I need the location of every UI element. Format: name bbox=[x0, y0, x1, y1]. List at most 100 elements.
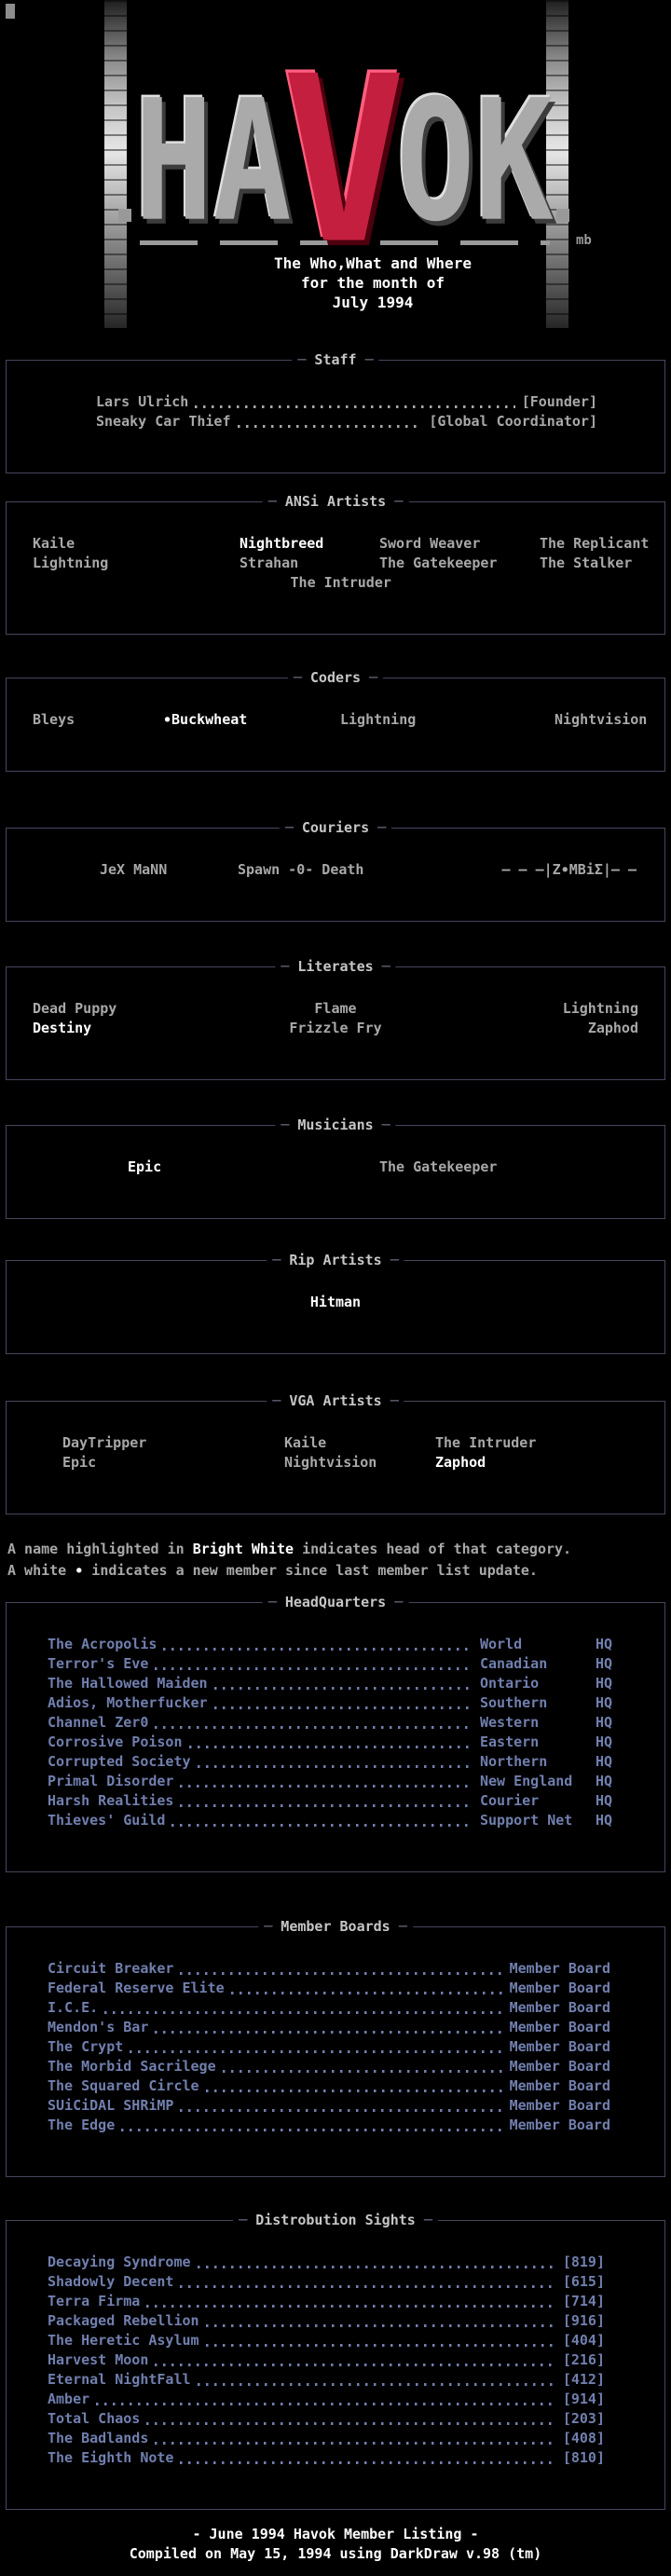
logo-left-dot bbox=[118, 209, 132, 222]
vga-artists-section-title: VGA Artists bbox=[267, 1391, 404, 1411]
rip-artists-section: Rip Artists Hitman bbox=[6, 1251, 665, 1354]
staff-rows: Lars Ulrich [Founder] Sneaky Car Thief [… bbox=[7, 392, 664, 432]
board-label: Member Board bbox=[509, 2077, 610, 2094]
member-board-row: SUiCiDAL SHRiMP Member Board bbox=[48, 2096, 610, 2116]
dot-leader bbox=[213, 1687, 473, 1690]
member-name: — — —|Z∙MBiΣ|— — bbox=[501, 861, 637, 878]
hq-tag: HQ bbox=[595, 1694, 612, 1711]
area-code: [203] bbox=[562, 2410, 605, 2427]
member-board-row: I.C.E.Member Board bbox=[48, 1998, 610, 2018]
member-name-head: Hitman bbox=[309, 1294, 362, 1310]
staff-section-title: Staff bbox=[292, 350, 379, 370]
distro-row: Harvest Moon[216] bbox=[48, 2350, 605, 2370]
dot-leader bbox=[180, 2461, 556, 2464]
logo-letter-h: H bbox=[134, 64, 213, 260]
hq-row: Adios, Motherfucker Southern HQ bbox=[48, 1693, 612, 1713]
board-name: Amber bbox=[48, 2391, 90, 2407]
logo-left-bar bbox=[104, 0, 127, 328]
musicians-grid: Epic The Gatekeeper bbox=[7, 1158, 664, 1177]
tagline-line-3: July 1994 bbox=[332, 294, 414, 311]
member-name: Epic bbox=[62, 1454, 97, 1471]
distro-row: Amber[914] bbox=[48, 2390, 605, 2409]
legend-notes: A name highlighted in Bright White indic… bbox=[0, 1539, 671, 1582]
rip-artists-grid: Hitman bbox=[7, 1293, 664, 1312]
hq-tag: HQ bbox=[595, 1675, 612, 1692]
area-code: [216] bbox=[562, 2351, 605, 2368]
hq-region: Courier bbox=[480, 1792, 540, 1809]
board-name: The Squared Circle bbox=[48, 2077, 199, 2094]
member-name: Zaphod bbox=[587, 1020, 638, 1036]
staff-section: Staff Lars Ulrich [Founder] Sneaky Car T… bbox=[6, 350, 665, 473]
area-code: [714] bbox=[562, 2293, 605, 2309]
new-member-marker: ∙ bbox=[163, 711, 172, 728]
hq-region: Southern bbox=[480, 1694, 548, 1711]
member-boards-section-title: Member Boards bbox=[258, 1917, 413, 1937]
member-name: Flame bbox=[314, 1000, 357, 1017]
ansi-artists-section-title: ANSi Artists bbox=[262, 492, 409, 512]
member-name: Kaile bbox=[284, 1434, 327, 1451]
board-label: Member Board bbox=[509, 2019, 610, 2035]
member-name: Sneaky Car Thief bbox=[96, 413, 231, 430]
member-name: Kaile bbox=[33, 535, 75, 552]
area-code: [810] bbox=[562, 2449, 605, 2466]
member-name: The Intruder bbox=[290, 574, 391, 591]
dot-leader bbox=[96, 2403, 556, 2405]
board-name: The Edge bbox=[48, 2117, 116, 2133]
member-name-head: ∙Buckwheat bbox=[163, 711, 248, 728]
member-name: Bleys bbox=[33, 711, 75, 728]
hq-region: Northern bbox=[480, 1753, 548, 1770]
hq-tag: HQ bbox=[595, 1636, 612, 1652]
member-name: Dead Puppy bbox=[33, 1000, 117, 1017]
area-code: [819] bbox=[562, 2254, 605, 2270]
board-name: SUiCiDAL SHRiMP bbox=[48, 2097, 174, 2114]
dot-leader bbox=[195, 405, 515, 408]
board-name: Packaged Rebellion bbox=[48, 2312, 199, 2329]
board-name: Adios, Motherfucker bbox=[48, 1694, 208, 1711]
artist-signature: mb bbox=[576, 233, 592, 248]
logo-word-havok: H A V O K bbox=[110, 46, 578, 276]
area-code: [916] bbox=[562, 2312, 605, 2329]
dot-leader bbox=[155, 1726, 473, 1729]
logo-letter-k: K bbox=[474, 64, 554, 260]
board-name: Terra Firma bbox=[48, 2293, 141, 2309]
distro-row: Packaged Rebellion [916] bbox=[48, 2311, 605, 2331]
board-name: Harsh Realities bbox=[48, 1792, 174, 1809]
dot-leader bbox=[222, 2070, 503, 2073]
tagline-line-2: for the month of bbox=[300, 274, 445, 292]
hq-tag: HQ bbox=[595, 1655, 612, 1672]
hq-tag: HQ bbox=[595, 1773, 612, 1789]
dot-leader bbox=[205, 2344, 556, 2347]
dot-leader bbox=[121, 2129, 503, 2131]
literates-section-title: Literates bbox=[275, 957, 396, 977]
hq-tag: HQ bbox=[595, 1792, 612, 1809]
board-name: Federal Reserve Elite bbox=[48, 1980, 225, 1996]
hq-region: World bbox=[480, 1636, 523, 1652]
footer-compiled-note: Compiled on May 15, 1994 using DarkDraw … bbox=[129, 2545, 542, 2562]
literates-grid: Dead Puppy Flame Lightning Destiny Frizz… bbox=[7, 999, 664, 1038]
member-name: Lars Ulrich bbox=[96, 393, 189, 410]
staff-row: Lars Ulrich [Founder] bbox=[96, 392, 597, 412]
ansi-artists-grid: Kaile Nightbreed Sword Weaver The Replic… bbox=[7, 534, 664, 593]
cursor-block bbox=[6, 4, 15, 19]
couriers-section: Couriers JeX MaNN Spawn -0- Death — — —|… bbox=[6, 818, 665, 922]
distribution-rows: Decaying Syndrome[819] Shadowly Decent[6… bbox=[7, 2253, 664, 2468]
musicians-section: Musicians Epic The Gatekeeper bbox=[6, 1116, 665, 1219]
board-label: Member Board bbox=[509, 2097, 610, 2114]
member-name: The Replicant bbox=[540, 535, 650, 552]
board-name: Channel Zer0 bbox=[48, 1714, 149, 1731]
board-name: The Eighth Note bbox=[48, 2449, 174, 2466]
dot-leader bbox=[230, 1992, 503, 1994]
footer: - June 1994 Havok Member Listing - Compi… bbox=[0, 2525, 671, 2564]
member-name: Frizzle Fry bbox=[289, 1020, 382, 1036]
